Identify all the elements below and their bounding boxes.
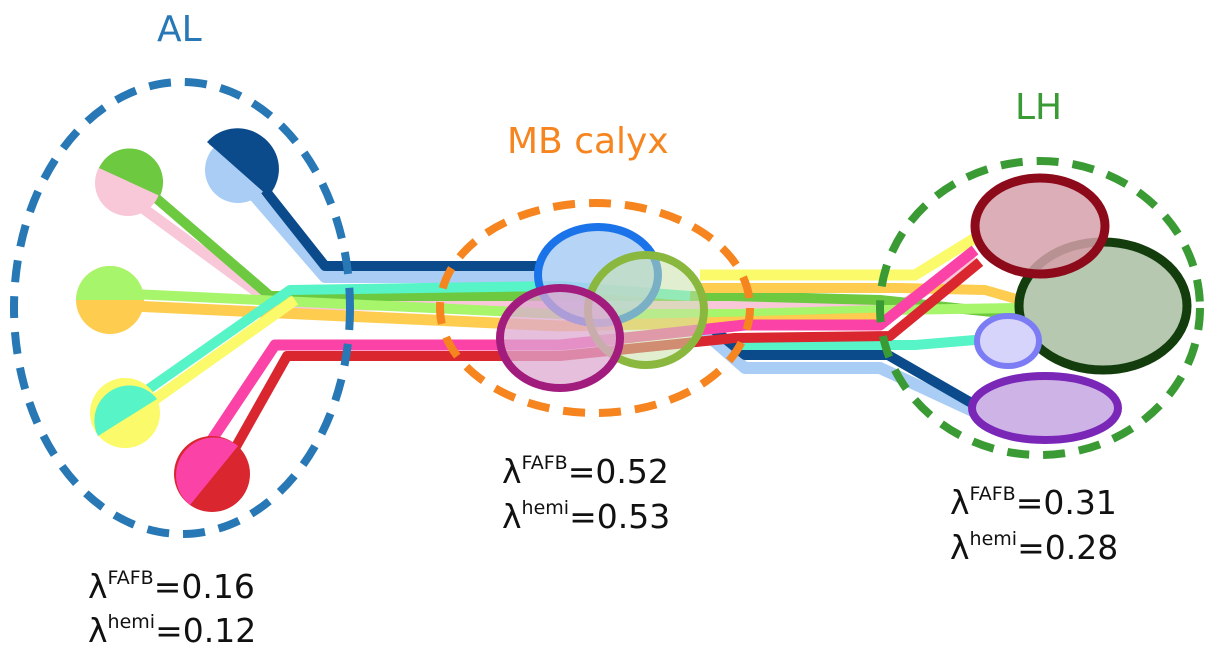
- soma-navy-lightblue: [205, 128, 279, 203]
- lh-outline: [876, 157, 1204, 459]
- lh-bouton-darkred: [970, 173, 1110, 279]
- mb-label: MB calyx: [507, 121, 669, 162]
- mb-stat-fafb: λFAFB=0.52: [502, 452, 669, 491]
- soma-teal-yellow: [90, 378, 160, 448]
- lh-label: LH: [1015, 87, 1063, 128]
- mb-stat-hemi: λhemi=0.53: [502, 497, 671, 536]
- soma-lime-orange: [76, 266, 144, 334]
- mb-boutons: [496, 223, 708, 392]
- lh-bouton-periwinkle: [974, 313, 1042, 369]
- mb-outline: [436, 199, 754, 417]
- lh-stat-fafb: λFAFB=0.31: [950, 483, 1117, 522]
- al-stat-fafb: λFAFB=0.16: [88, 567, 255, 606]
- soma-green-pink: [95, 148, 164, 216]
- soma-magenta-red: [174, 436, 250, 512]
- al-label: AL: [157, 9, 202, 50]
- tract-yellow: [136, 233, 978, 415]
- lh-bouton-violet: [968, 372, 1122, 444]
- al-somata: [76, 128, 279, 512]
- lh-boutons: [968, 173, 1192, 444]
- al-outline: [10, 78, 354, 538]
- al-stat-hemi: λhemi=0.12: [88, 611, 257, 650]
- lh-stat-hemi: λhemi=0.28: [950, 528, 1119, 567]
- mb-bouton-purple: [496, 284, 624, 392]
